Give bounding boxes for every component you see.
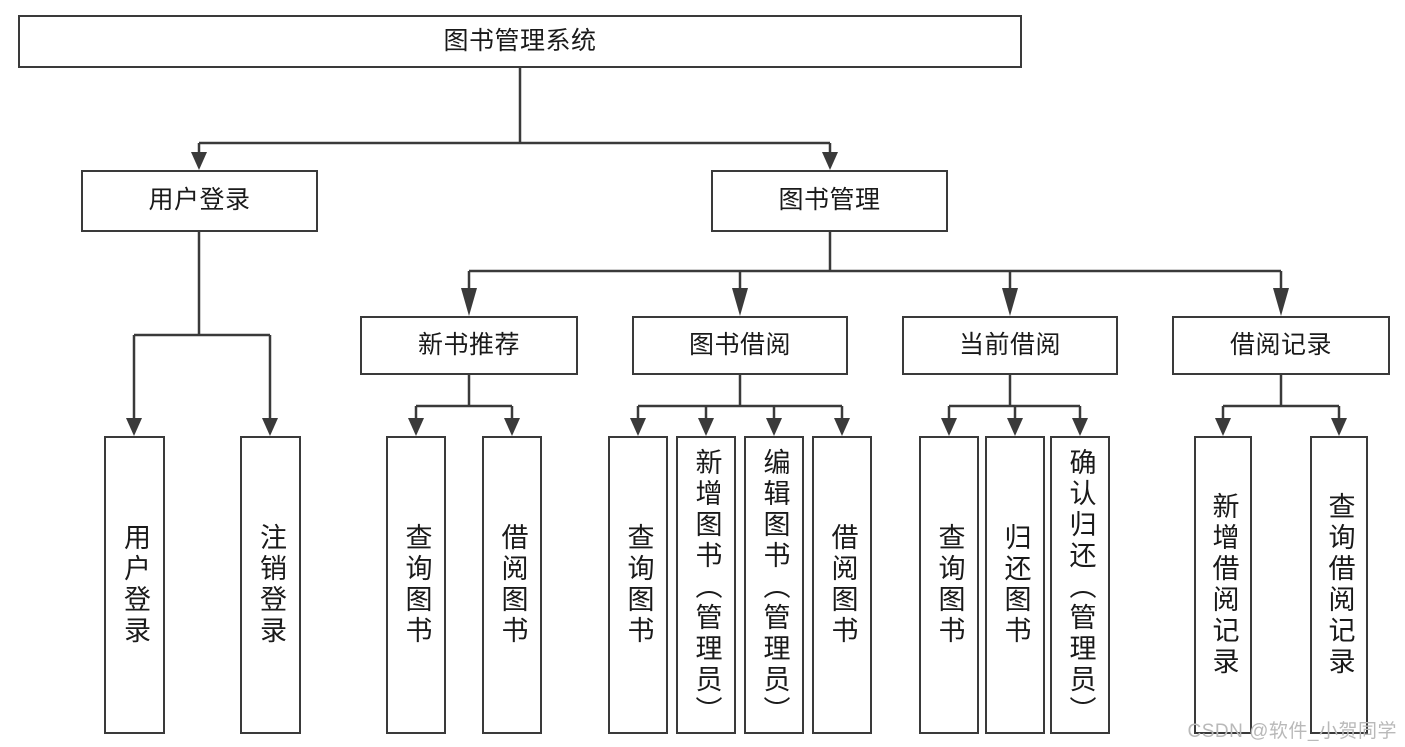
- node-book-borrow[interactable]: 图书借阅: [632, 316, 848, 375]
- arrow-leaf-query-book-1: [408, 418, 424, 436]
- arrow-leaf-edit-book: [766, 418, 782, 436]
- arrow-leaf-query-record: [1331, 418, 1347, 436]
- arrow-leaf-query-book-3: [941, 418, 957, 436]
- node-leaf-query-record-label: 查询借阅记录: [1324, 492, 1355, 678]
- node-leaf-confirm-return-label: 确认归还（管理员）: [1065, 448, 1096, 727]
- node-leaf-add-book[interactable]: 新增图书（管理员）: [676, 436, 736, 734]
- arrow-leaf-user-login: [126, 418, 142, 436]
- node-user-login[interactable]: 用户登录: [81, 170, 318, 232]
- node-leaf-add-record-label: 新增借阅记录: [1208, 492, 1239, 678]
- node-leaf-borrow-book-1[interactable]: 借阅图书: [482, 436, 542, 734]
- arrow-leaf-query-book-2: [630, 418, 646, 436]
- node-leaf-query-book-1-label: 查询图书: [401, 523, 432, 647]
- node-leaf-borrow-book-2-label: 借阅图书: [827, 523, 858, 647]
- node-new-book-recommend[interactable]: 新书推荐: [360, 316, 578, 375]
- node-leaf-add-record[interactable]: 新增借阅记录: [1194, 436, 1252, 734]
- node-leaf-add-book-label: 新增图书（管理员）: [691, 448, 722, 727]
- node-book-management[interactable]: 图书管理: [711, 170, 948, 232]
- node-book-management-label: 图书管理: [778, 186, 881, 215]
- node-leaf-edit-book[interactable]: 编辑图书（管理员）: [744, 436, 804, 734]
- node-leaf-query-book-1[interactable]: 查询图书: [386, 436, 446, 734]
- node-new-book-recommend-label: 新书推荐: [417, 330, 520, 359]
- node-leaf-user-login-label: 用户登录: [120, 523, 150, 647]
- node-leaf-query-book-2-label: 查询图书: [623, 523, 654, 647]
- arrow-userlogin: [191, 152, 207, 170]
- node-borrow-record-label: 借阅记录: [1229, 330, 1332, 359]
- node-leaf-borrow-book-1-label: 借阅图书: [497, 523, 528, 647]
- node-leaf-query-book-3-label: 查询图书: [934, 523, 965, 647]
- arrow-book-borrow: [732, 288, 748, 316]
- node-leaf-query-book-3[interactable]: 查询图书: [919, 436, 979, 734]
- arrow-leaf-borrow-book-1: [504, 418, 520, 436]
- node-leaf-logout-login[interactable]: 注销登录: [240, 436, 301, 734]
- arrow-leaf-return-book: [1007, 418, 1023, 436]
- arrow-leaf-borrow-book-2: [834, 418, 850, 436]
- arrow-leaf-confirm-return: [1072, 418, 1088, 436]
- arrow-current-borrow: [1002, 288, 1018, 316]
- csdn-watermark: CSDN @软件_小贺同学: [1187, 721, 1397, 742]
- arrow-leaf-logout-login: [262, 418, 278, 436]
- node-root[interactable]: 图书管理系统: [18, 15, 1022, 68]
- node-leaf-user-login[interactable]: 用户登录: [104, 436, 165, 734]
- node-leaf-edit-book-label: 编辑图书（管理员）: [759, 448, 790, 727]
- node-current-borrow[interactable]: 当前借阅: [902, 316, 1118, 375]
- arrow-new-book-recommend: [461, 288, 477, 316]
- arrow-bookmgmt: [822, 152, 838, 170]
- node-book-borrow-label: 图书借阅: [688, 330, 791, 359]
- node-leaf-return-book-label: 归还图书: [1000, 523, 1031, 647]
- node-leaf-query-book-2[interactable]: 查询图书: [608, 436, 668, 734]
- node-current-borrow-label: 当前借阅: [958, 330, 1061, 359]
- node-leaf-borrow-book-2[interactable]: 借阅图书: [812, 436, 872, 734]
- arrow-leaf-add-record: [1215, 418, 1231, 436]
- node-leaf-logout-login-label: 注销登录: [256, 523, 286, 647]
- node-borrow-record[interactable]: 借阅记录: [1172, 316, 1390, 375]
- node-root-label: 图书管理系统: [443, 26, 597, 55]
- node-leaf-confirm-return[interactable]: 确认归还（管理员）: [1050, 436, 1110, 734]
- node-leaf-return-book[interactable]: 归还图书: [985, 436, 1045, 734]
- arrow-leaf-add-book: [698, 418, 714, 436]
- arrow-borrow-record: [1273, 288, 1289, 316]
- node-user-login-label: 用户登录: [148, 186, 251, 215]
- node-leaf-query-record[interactable]: 查询借阅记录: [1310, 436, 1368, 734]
